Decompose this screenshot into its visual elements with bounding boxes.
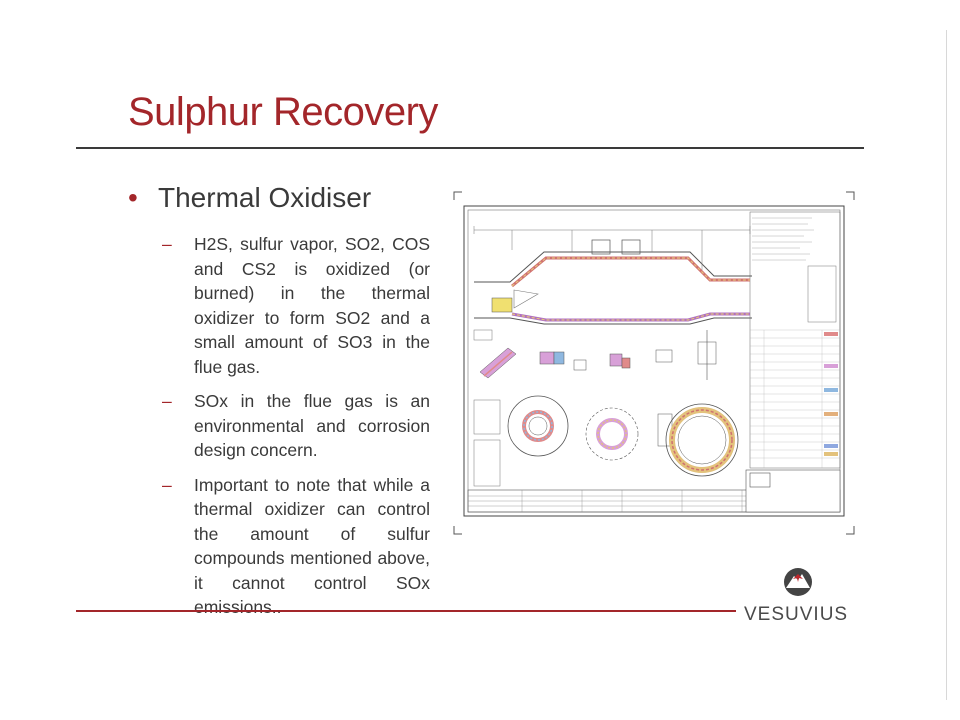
page-edge [946,30,947,700]
sub-bullet-item: – SOx in the flue gas is an environmental… [162,389,430,463]
slide-title: Sulphur Recovery [128,90,438,134]
sub-bullet-item: – H2S, sulfur vapor, SO2, COS and CS2 is … [162,232,430,379]
bullet-thermal-oxidiser: • Thermal Oxidiser [128,182,371,214]
engineering-drawing-icon [453,191,855,535]
sub-bullet-text: SOx in the flue gas is an environmental … [194,391,430,460]
bullet-marker: • [128,182,138,213]
sub-bullet-text: Important to note that while a thermal o… [194,474,430,618]
title-divider [76,147,864,149]
footer-divider [76,610,736,612]
brand-name: VESUVIUS [744,604,849,625]
sub-bullet-list: – H2S, sulfur vapor, SO2, COS and CS2 is … [162,232,430,630]
sub-bullet-marker: – [162,474,172,495]
sub-bullet-marker: – [162,391,172,411]
sub-bullet-item: – Important to note that while a thermal … [162,473,430,620]
bullet-text: Thermal Oxidiser [158,182,372,213]
vesuvius-logo-icon [784,568,812,596]
sub-bullet-text: H2S, sulfur vapor, SO2, COS and CS2 is o… [194,234,430,377]
sub-bullet-marker: – [162,234,172,254]
